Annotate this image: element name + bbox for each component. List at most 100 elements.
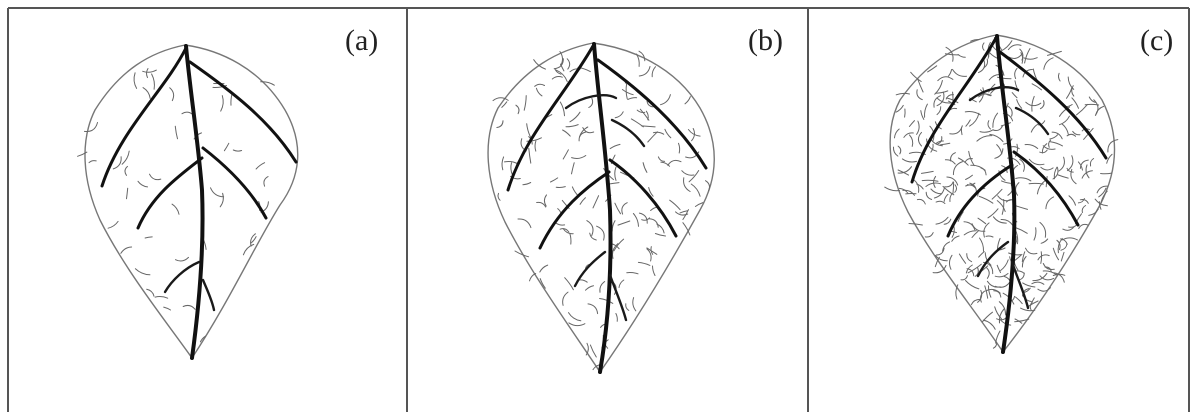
fine-vein-arc: [895, 129, 900, 138]
fine-vein-arc: [563, 130, 571, 136]
fine-vein-arc: [134, 73, 137, 89]
fine-vein-arc: [966, 281, 979, 289]
fine-vein-arc: [995, 274, 1008, 277]
fine-vein-arc: [502, 157, 504, 170]
panel-label-b: (b): [748, 24, 783, 57]
fine-vein-arc: [1030, 302, 1032, 310]
fine-vein-arc: [670, 200, 680, 210]
fine-vein-arc: [992, 189, 1002, 199]
fine-vein-arc: [993, 113, 998, 127]
fine-vein-arc: [1008, 45, 1021, 50]
fine-vein-arc: [1015, 68, 1017, 78]
fine-vein-arc: [995, 281, 1010, 287]
fine-vein-arc: [945, 182, 953, 187]
fine-vein-arc: [85, 123, 98, 132]
fine-vein-arc: [600, 282, 605, 293]
fine-vein-arc: [615, 167, 616, 180]
fine-vein-arc: [497, 121, 503, 128]
fine-vein-arc: [256, 163, 265, 169]
fine-vein-arc: [966, 120, 970, 126]
fine-vein-arc: [524, 96, 526, 111]
fine-vein-arc: [996, 331, 1000, 343]
fine-vein-arc: [175, 126, 177, 139]
fine-vein-arc: [1058, 73, 1060, 81]
midrib-a: [186, 46, 203, 358]
fine-vein-arc: [988, 286, 990, 298]
fine-vein-arc: [979, 252, 985, 258]
fine-vein-arc: [622, 90, 633, 95]
fine-vein-arc: [977, 136, 992, 142]
fine-vein-arc: [556, 223, 565, 225]
fine-vein-arc: [970, 113, 979, 126]
fine-vein-arc: [680, 211, 688, 213]
fine-vein-arc: [1020, 273, 1025, 280]
fine-vein-arc: [152, 74, 155, 89]
fine-vein-arc: [567, 59, 569, 69]
fine-vein-arc: [964, 222, 975, 230]
fine-vein-arc: [684, 178, 691, 192]
fine-vein-arc: [988, 121, 991, 129]
leaf-outline-b: [488, 43, 714, 372]
fine-vein-arc: [967, 254, 972, 262]
panel-c: (c): [885, 24, 1174, 352]
fine-vein-arc: [569, 323, 585, 326]
fine-vein-arc: [1062, 124, 1068, 135]
fine-vein-arc: [931, 189, 942, 194]
fine-vein-arc: [147, 69, 148, 78]
fine-vein-arc: [706, 181, 710, 191]
fine-vein-arc: [593, 196, 599, 208]
fine-vein-arc: [984, 223, 989, 237]
fine-vein-arc: [980, 238, 984, 251]
fine-vein-arc: [1072, 98, 1079, 108]
fine-vein-arc: [1011, 147, 1019, 149]
fine-vein-arc: [651, 247, 653, 255]
fine-vein-arc: [231, 94, 232, 106]
fine-vein-arc: [925, 233, 933, 237]
fine-vein-arc: [910, 135, 913, 146]
fine-vein-arc: [937, 107, 941, 115]
fine-vein-arc: [978, 218, 986, 224]
fine-vein-arc: [535, 84, 545, 86]
fine-vein-arc: [994, 126, 1003, 131]
fine-vein-arc: [1073, 131, 1080, 134]
fine-vein-arc: [1101, 173, 1112, 174]
fine-vein-arc: [622, 203, 627, 214]
fine-vein-arc: [1016, 297, 1023, 304]
lateral-vein-a-2: [190, 62, 296, 162]
fine-vein-arc: [612, 221, 615, 231]
fine-vein-arc: [988, 209, 998, 218]
fine-vein-arc: [616, 314, 617, 322]
fine-vein-arc: [691, 184, 700, 196]
fine-vein-arc: [143, 70, 157, 72]
fine-vein-arc: [652, 67, 655, 77]
fine-vein-arc: [1077, 104, 1088, 115]
lateral-vein-a-3: [138, 158, 202, 228]
fine-vein-arc: [633, 214, 638, 227]
fine-vein-arc: [556, 70, 567, 81]
fine-vein-arc: [938, 77, 953, 81]
fine-vein-arc: [1041, 167, 1053, 170]
fine-vein-arc: [980, 130, 993, 133]
fine-vein-arc: [925, 104, 928, 117]
fine-vein-arc: [653, 266, 656, 276]
fine-vein-arc: [628, 98, 637, 100]
fine-vein-arc: [893, 147, 897, 156]
fine-vein-arc: [1034, 228, 1036, 240]
fine-vein-arc: [170, 88, 174, 101]
fine-vein-arc: [655, 234, 665, 237]
fine-vein-arc: [551, 178, 558, 182]
fine-vein-arc: [1058, 175, 1068, 178]
fine-vein-arc: [943, 186, 954, 194]
fine-vein-arc: [579, 280, 587, 282]
fine-vein-arc: [1025, 144, 1038, 148]
fine-vein-arc: [631, 119, 643, 127]
fine-vein-arc: [896, 93, 909, 94]
fine-vein-arc: [941, 143, 950, 145]
fine-vein-arc: [1107, 154, 1112, 163]
fine-vein-arc: [959, 254, 965, 263]
fine-vein-arc: [1082, 206, 1085, 213]
fine-vein-arc: [586, 286, 594, 291]
fine-vein-arc: [648, 132, 658, 142]
fine-vein-arc: [979, 196, 993, 203]
